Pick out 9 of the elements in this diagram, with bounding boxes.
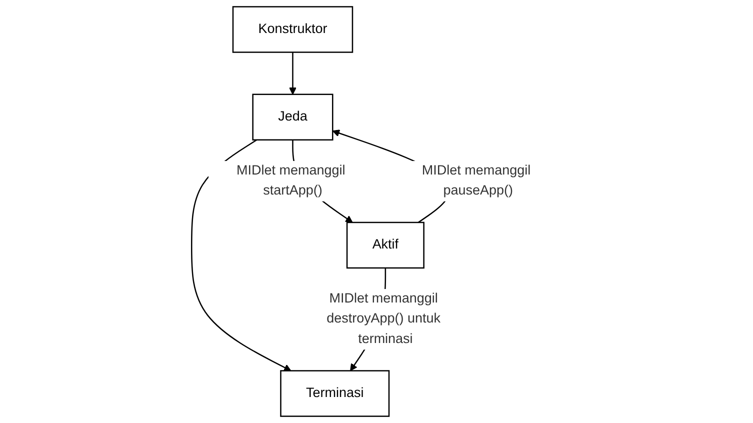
arrow <box>190 139 291 372</box>
edge-label: MIDlet memanggil pauseApp() <box>421 163 530 198</box>
node-box: Terminasi <box>280 370 390 417</box>
node-box: Konstruktor <box>232 6 353 53</box>
node-box: Aktif <box>346 222 424 269</box>
node-box: Jeda <box>252 94 333 140</box>
edge-label: MIDlet memanggil startApp() <box>236 163 345 198</box>
arrow <box>288 52 296 95</box>
edge-label: MIDlet memanggil destroyApp() untuk terminasi <box>326 292 440 346</box>
